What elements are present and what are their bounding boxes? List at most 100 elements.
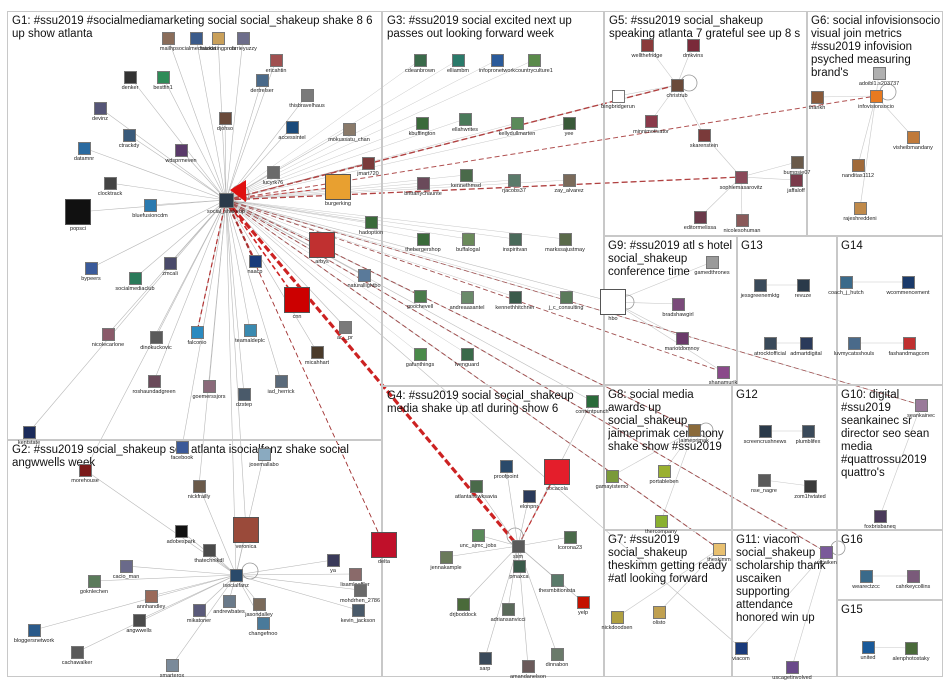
node-thesmbitionista[interactable]: thesmbitionista bbox=[517, 573, 597, 594]
node-inspiritvan[interactable]: inspiritvan bbox=[475, 232, 555, 253]
node-kennethhitchner[interactable]: kennethhitchner bbox=[475, 290, 555, 311]
node-rajeshreddeni[interactable]: rajeshreddeni bbox=[820, 201, 900, 222]
node-fashandmagcom[interactable]: fashandmagcom bbox=[869, 336, 949, 357]
node-foxbrisbaneq[interactable]: foxbrisbaneq bbox=[840, 509, 920, 530]
node-proofpoint[interactable]: proofpoint bbox=[466, 459, 546, 480]
node-carrieyuzzy[interactable]: carrieyuzzy bbox=[203, 31, 283, 52]
node-cahrkey[interactable]: cahrkeycollins bbox=[873, 569, 950, 590]
node-mokussatu-chan[interactable]: mokussatu_chan bbox=[309, 122, 389, 143]
node-adobespark[interactable]: adobespark bbox=[141, 524, 221, 545]
node-goochevell[interactable]: goochevell bbox=[380, 289, 460, 310]
node-wellthefridge[interactable]: wellthefridge bbox=[607, 38, 687, 59]
node-kellydullmarten[interactable]: kellydullmarten bbox=[477, 116, 557, 137]
node-atrocktofficial[interactable]: atrocktofficial bbox=[730, 336, 810, 357]
node-socialmediatoday[interactable]: socialmediatoda bbox=[156, 31, 236, 52]
node-markssajustmay[interactable]: markssajustmay bbox=[525, 232, 605, 253]
node-goemerssjors[interactable]: goemerssjors bbox=[169, 379, 249, 400]
node-lvenguard[interactable]: lvenguard bbox=[427, 347, 507, 368]
node-ar-pr[interactable]: ar__pr bbox=[305, 320, 385, 341]
node-nickfrailly[interactable]: nickfrailly bbox=[159, 479, 239, 500]
node-contentpunch[interactable]: contentpunch bbox=[552, 394, 632, 415]
node-viacom[interactable]: viacom bbox=[701, 641, 781, 662]
node-nse-nagre[interactable]: nse_nagre bbox=[724, 473, 804, 494]
node-olisto[interactable]: olisto bbox=[619, 605, 699, 626]
node-yee[interactable]: yee bbox=[529, 116, 609, 137]
node-mohdrhen-2786[interactable]: mohdrhen_2786 bbox=[320, 583, 400, 604]
node-united[interactable]: united bbox=[828, 640, 908, 661]
node-changefnoo[interactable]: changefnoo bbox=[223, 616, 303, 637]
node-buffalogal[interactable]: buffalogal bbox=[428, 232, 508, 253]
node-bypeers[interactable]: bypeers bbox=[51, 261, 131, 282]
node-hbo[interactable]: hbo bbox=[573, 289, 653, 322]
node-djohso[interactable]: djohso bbox=[185, 111, 265, 132]
node-alenphotostaky[interactable]: alenphotostaky bbox=[871, 641, 950, 662]
node-naacp[interactable]: naacp bbox=[215, 254, 295, 275]
node-morehouse[interactable]: morehouse bbox=[45, 463, 125, 484]
node-cachawalker[interactable]: cachawalker bbox=[37, 645, 117, 666]
node-mailhp[interactable]: mailhp bbox=[128, 31, 208, 52]
node-elliambm[interactable]: elliambm bbox=[418, 53, 498, 74]
node-ya[interactable]: ya bbox=[293, 553, 373, 574]
node-lcorona23[interactable]: lcorona23 bbox=[530, 530, 610, 551]
node-adoibl1[interactable]: adoibl1.s203737 bbox=[839, 66, 919, 87]
node-kennethmsd[interactable]: kennethmsd bbox=[426, 168, 506, 189]
node-christrub[interactable]: christrub bbox=[637, 78, 717, 99]
node-sophiemasarovitz[interactable]: sophiemasarovitz bbox=[701, 170, 781, 191]
node-bradshawgirl[interactable]: bradshawgirl bbox=[638, 297, 718, 318]
node-nanditas1112[interactable]: nanditas1112 bbox=[818, 158, 898, 179]
node-uscaiken[interactable]: uscaiken bbox=[786, 545, 866, 566]
node-editormelissa[interactable]: editormelissa bbox=[660, 210, 740, 231]
node-devinz[interactable]: devinz bbox=[60, 101, 140, 122]
node-zom1hvtated[interactable]: zom1hvtated bbox=[770, 479, 850, 500]
node-countryculture1[interactable]: countryculture1 bbox=[494, 53, 574, 74]
node-mariotdomnoy[interactable]: mariotdomnoy bbox=[642, 331, 722, 352]
node-nicolecarlone[interactable]: nicolecarlone bbox=[68, 327, 148, 348]
node-iad-herrick[interactable]: iad_herrick bbox=[241, 374, 321, 395]
node-zmcali[interactable]: zmcali bbox=[130, 256, 210, 277]
node-denker[interactable]: denker bbox=[90, 70, 170, 91]
node-infopronetwork[interactable]: infopronetwork bbox=[457, 53, 537, 74]
node-infovisionsocio[interactable]: infovisionsocio bbox=[836, 89, 916, 110]
node-cacio-man[interactable]: cacio_man bbox=[86, 559, 166, 580]
node-kevin-jackson[interactable]: kevin_jackson bbox=[318, 603, 398, 624]
node-portableben[interactable]: portableben bbox=[624, 464, 704, 485]
node-burgerking[interactable]: burgerking bbox=[298, 174, 378, 207]
node-bingbridgerun[interactable]: bingbridgerun bbox=[578, 89, 658, 110]
node-falconio[interactable]: falconio bbox=[157, 325, 237, 346]
node-thercompany[interactable]: thercompany bbox=[621, 514, 701, 535]
node-jessgreenemktg[interactable]: jessgreenemktg bbox=[720, 278, 800, 299]
node-popsci[interactable]: popsci bbox=[38, 199, 118, 232]
node-atlantahawksavia[interactable]: atlantahawksavia bbox=[436, 479, 516, 500]
node-josemallabo[interactable]: josemallabo bbox=[224, 447, 304, 468]
node-minnimotivator[interactable]: minnimotivator bbox=[611, 114, 691, 135]
node-luvmycatsshouls[interactable]: luvmycatsshouls bbox=[814, 336, 894, 357]
node-uscagetinvolved[interactable]: uscagetinvolved bbox=[752, 660, 832, 681]
node-jennakample[interactable]: jennakample bbox=[406, 550, 486, 571]
node-gamedthrones[interactable]: gamedthrones bbox=[672, 255, 752, 276]
node-zay-alvarez[interactable]: zay_alvarez bbox=[529, 173, 609, 194]
node-smarterox[interactable]: smarterox bbox=[132, 658, 212, 679]
node-thisbravelhaus[interactable]: thisbravelhaus bbox=[267, 88, 347, 109]
node-dinnabon[interactable]: dinnabon bbox=[517, 647, 597, 668]
node-dertrelser[interactable]: dertrelser bbox=[222, 73, 302, 94]
node-jaffaloff[interactable]: jaffaloff bbox=[756, 173, 836, 194]
node-kentstate[interactable]: kentstate bbox=[0, 425, 69, 446]
node-kbuffington[interactable]: kbuffington bbox=[382, 116, 462, 137]
node-jasondalley[interactable]: jasondalley bbox=[219, 597, 299, 618]
node-social-shakeup[interactable]: social_shakeup bbox=[186, 192, 266, 215]
node-lucyrk76[interactable]: lucyrk76 bbox=[233, 165, 313, 186]
node-amandanelson[interactable]: amandanelson bbox=[488, 659, 568, 680]
node-bestfin1[interactable]: bestfin1 bbox=[123, 70, 203, 91]
node-j-c-consulting[interactable]: j_c_consulting bbox=[526, 290, 606, 311]
node-wearectzcc[interactable]: wearectzcc bbox=[826, 569, 906, 590]
node-thebergershop[interactable]: thebergershop bbox=[383, 232, 463, 253]
node-bloggersnetwork[interactable]: bloggersnetwork bbox=[0, 623, 74, 644]
node-brittanychaunte[interactable]: brittanychaunte bbox=[383, 176, 463, 197]
node-screencrushnews[interactable]: screencrushnews bbox=[725, 424, 805, 445]
node-ssm[interactable]: ssm bbox=[478, 539, 558, 560]
node-shanamurik[interactable]: shanamurik bbox=[683, 365, 763, 386]
node-arbys[interactable]: arbys bbox=[282, 232, 362, 265]
node-dzstep[interactable]: dzstep bbox=[204, 387, 284, 408]
node-delta[interactable]: delta bbox=[344, 532, 424, 565]
node-cnn[interactable]: cnn bbox=[257, 287, 337, 320]
